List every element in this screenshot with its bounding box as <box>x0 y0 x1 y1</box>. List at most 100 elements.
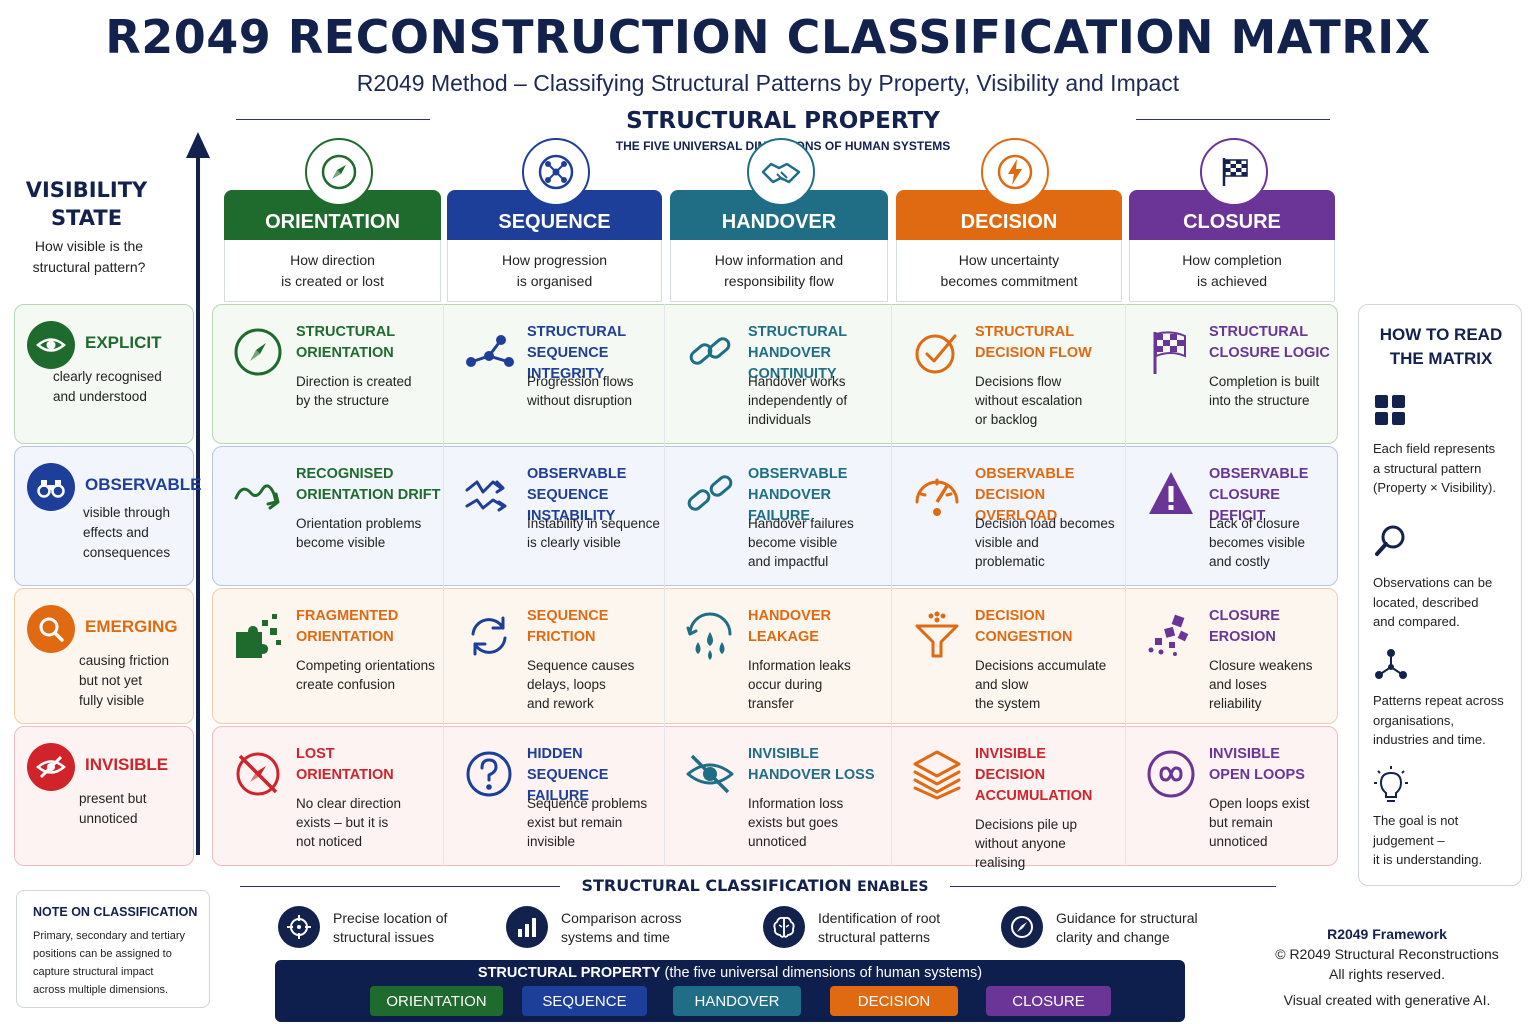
cell-title-line: INVISIBLE <box>1209 746 1280 762</box>
enables-item-text: Guidance for structural clarity and chan… <box>1056 909 1246 947</box>
cell-description-line: transfer <box>748 696 794 711</box>
framework-credit: R2049 Framework © R2049 Structural Recon… <box>1262 924 1512 1010</box>
framework-name: R2049 Framework <box>1327 926 1447 942</box>
how-to-read-line: Each field represents <box>1373 441 1496 456</box>
zigzag-arrows-icon <box>461 466 517 522</box>
enables-line: structural patterns <box>818 929 931 945</box>
row-label-emerging: EMERGING causing friction but not yet fu… <box>14 588 194 724</box>
infinity-icon <box>1143 746 1199 802</box>
row-band-explicit <box>212 304 1338 444</box>
legend-pill-sequence: SEQUENCE <box>522 986 647 1016</box>
column-desc-line: How information and <box>714 251 844 268</box>
cell-description-line: individuals <box>748 412 812 427</box>
magnifier-icon <box>27 605 75 653</box>
cell-title-line: FRICTION <box>527 629 596 645</box>
cell-description-line: by the structure <box>296 393 390 408</box>
cell-description-line: Orientation problems <box>296 516 422 531</box>
row-label-invisible: INVISIBLE present but unnoticed <box>14 726 194 866</box>
binoculars-icon <box>27 463 75 511</box>
row-desc-line: causing friction <box>79 653 170 668</box>
cell-title-line: LOST <box>296 746 335 762</box>
cell-title-line: RECOGNISED <box>296 466 394 482</box>
row-desc-line: clearly recognised <box>53 369 162 384</box>
how-to-read-title-line: THE MATRIX <box>1389 349 1493 368</box>
cell-title-line: SEQUENCE INTEGRITY <box>527 345 609 382</box>
cell-description-line: Decisions accumulate <box>975 658 1107 673</box>
cell-description-line: exists but goes <box>748 815 839 830</box>
how-to-read-title: HOW TO READ THE MATRIX <box>1359 323 1523 371</box>
row-band-invisible <box>212 726 1338 866</box>
cell-description-line: without anyone <box>975 836 1066 851</box>
cell-description-line: Instability in sequence <box>527 516 660 531</box>
row-name-emerging: EMERGING <box>85 617 178 636</box>
gauge-icon <box>909 466 965 522</box>
cell-title-line: DECISION <box>975 608 1046 624</box>
how-to-read-line: a structural pattern <box>1373 460 1482 476</box>
column-divider <box>1125 304 1126 866</box>
column-divider <box>891 304 892 866</box>
cycle-arrows-icon <box>461 608 517 664</box>
cell-description-line: and loses <box>1209 677 1267 692</box>
legend-pill-decision: DECISION <box>830 986 958 1016</box>
how-to-read-line: located, described <box>1373 594 1479 610</box>
column-desc-line: responsibility flow <box>724 272 834 289</box>
cell-title-line: SEQUENCE FAILURE <box>527 767 609 804</box>
cell-title-line: CLOSURE <box>1209 608 1280 624</box>
cell-description-line: or backlog <box>975 412 1038 427</box>
note-text: Primary, secondary and tertiary position… <box>33 927 209 999</box>
visibility-title-line2: STATE <box>50 206 123 230</box>
row-desc-line: visible through <box>83 505 171 520</box>
column-divider <box>443 304 444 866</box>
cell-description-line: not noticed <box>296 834 363 849</box>
broken-link-icon <box>682 466 738 522</box>
structural-property-title: STRUCTURAL PROPERTY <box>430 108 1136 134</box>
how-to-read-panel: HOW TO READ THE MATRIX Each field repres… <box>1358 304 1522 886</box>
eye-slash-icon <box>682 746 738 802</box>
how-to-read-title-line: HOW TO READ <box>1379 325 1503 344</box>
how-to-read-line: The goal is not <box>1373 813 1459 828</box>
cell-description-line: Open loops exist <box>1209 796 1310 811</box>
cell-title-line: DECISION FLOW <box>975 345 1092 361</box>
decision-column-lightning-icon <box>981 138 1049 206</box>
legend-pill-handover: HANDOVER <box>673 986 801 1016</box>
cell-title-line: SEQUENCE <box>527 608 609 624</box>
checkered-flag-icon <box>1143 324 1199 380</box>
cell-description: Information leaks occur during transfer <box>748 656 851 713</box>
cell-description-line: Information leaks <box>748 658 851 673</box>
cell-title-line: HANDOVER CONTINUITY <box>748 345 837 382</box>
cell-description-line: without disruption <box>527 393 633 408</box>
cell-description-line: Competing orientations <box>296 658 435 673</box>
enables-item-text: Precise location of structural issues <box>333 909 523 947</box>
cell-title-line: DECISION OVERLOAD <box>975 487 1058 524</box>
cell-description-line: occur during <box>748 677 823 692</box>
cell-description-line: delays, loops <box>527 677 606 692</box>
cell-title-line: HANDOVER LOSS <box>748 767 875 783</box>
cell-description-line: Completion is built <box>1209 374 1320 389</box>
compass-icon <box>230 324 286 380</box>
legend-pill-orientation: ORIENTATION <box>370 986 503 1016</box>
page-title: R2049 RECONSTRUCTION CLASSIFICATION MATR… <box>105 10 1431 64</box>
handover-column-handshake-icon <box>747 138 815 206</box>
row-desc-explicit: clearly recognised and understood <box>53 367 162 407</box>
chain-link-icon <box>682 324 738 380</box>
